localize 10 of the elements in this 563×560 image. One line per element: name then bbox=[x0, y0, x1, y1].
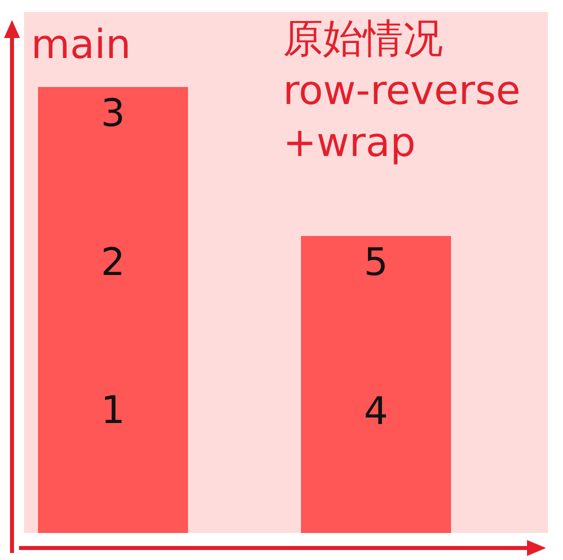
container-box bbox=[24, 12, 548, 533]
item-number: 1 bbox=[100, 387, 126, 434]
axis-label: main bbox=[31, 21, 131, 70]
caption-text: 原始情况 row-reverse +wrap bbox=[283, 15, 522, 168]
bar bbox=[301, 236, 451, 533]
item-number: 2 bbox=[100, 238, 126, 286]
bar bbox=[38, 87, 188, 533]
item-number: 3 bbox=[100, 90, 126, 137]
item-number: 4 bbox=[362, 388, 390, 435]
item-number: 5 bbox=[362, 239, 390, 286]
